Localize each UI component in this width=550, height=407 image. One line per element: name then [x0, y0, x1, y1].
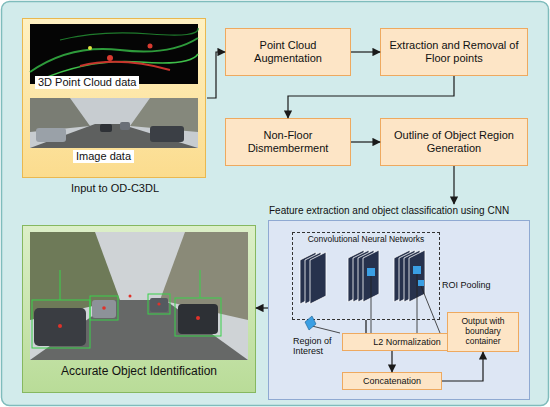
node-text: Extraction and Removal of Floor points [381, 39, 527, 64]
process-box: Concatenation [342, 372, 442, 390]
node-text: Point Cloud Augmentation [226, 39, 350, 64]
node-text: 3D Point Cloud data [35, 76, 139, 89]
flow-connector [453, 166, 454, 204]
flow-connector [207, 52, 225, 98]
node-text: Image data [73, 150, 134, 163]
flow-connector [351, 51, 380, 52]
input-box: 3D Point Cloud dataImage dataInput to OD… [22, 18, 206, 178]
flow-connector [351, 141, 380, 142]
part-label: Region of Interest [293, 336, 339, 357]
node-text: Output with boundary container [448, 317, 518, 346]
cnn-panel: Feature extraction and object classifica… [268, 220, 530, 400]
node-text: Non-Floor Dismemberment [226, 129, 350, 154]
flow-connector [288, 76, 454, 118]
node-text: Accurate Object Identification [23, 365, 255, 379]
output-box: Output with boundary container [447, 312, 519, 352]
flow-connector [256, 307, 268, 308]
node-text: Convolutional Neural Networks [293, 235, 439, 245]
process-box: Extraction and Removal of Floor points [380, 28, 528, 76]
node-text: Concatenation [363, 376, 421, 386]
cnn-group: Convolutional Neural Networks [292, 232, 440, 320]
process-box: Non-Floor Dismemberment [225, 118, 351, 166]
node-text: Input to OD-C3DL [23, 182, 207, 195]
node-text: L2 Normalization [373, 337, 441, 347]
node-text: Feature extraction and object classifica… [269, 205, 509, 217]
part-label: ROI Pooling [442, 280, 491, 290]
process-box: Point Cloud Augmentation [225, 28, 351, 76]
node-text: Outline of Object Region Generation [381, 129, 527, 154]
result-box: Accurate Object Identification [22, 225, 256, 393]
process-box: Outline of Object Region Generation [380, 118, 528, 166]
